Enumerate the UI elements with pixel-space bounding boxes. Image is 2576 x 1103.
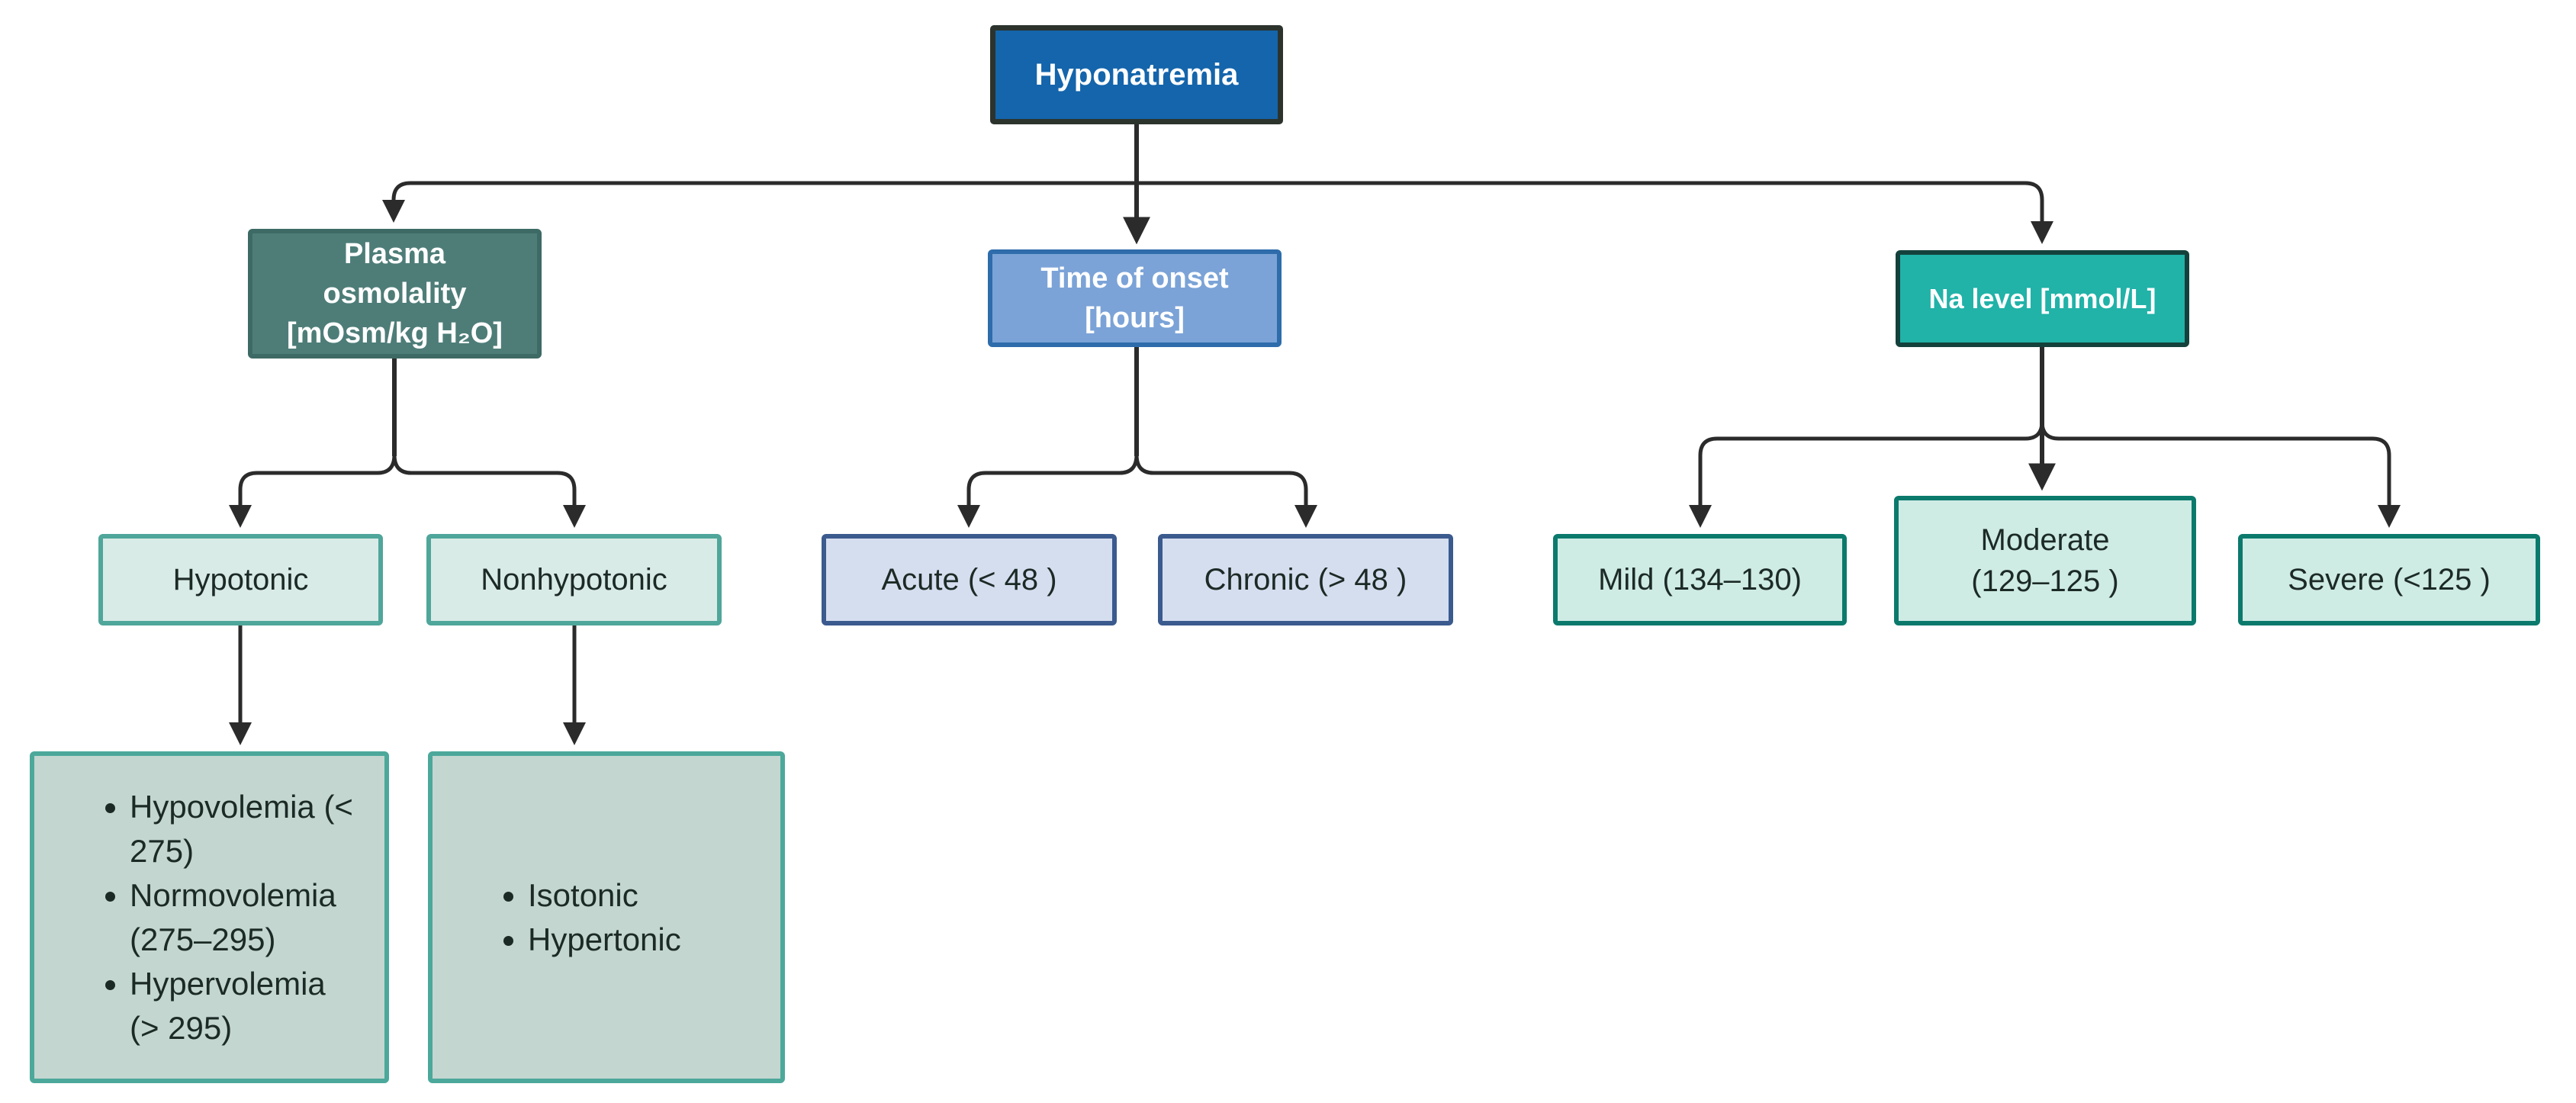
- node-hypotonic-detail: Hypovolemia (< 275) Normovolemia (275–29…: [30, 751, 389, 1083]
- node-time-of-onset: Time of onset [hours]: [988, 249, 1282, 347]
- edge-plasma-to-hypotonic: [229, 454, 397, 529]
- edge-onset-to-acute: [957, 454, 1139, 529]
- node-severe: Severe (<125 ): [2238, 534, 2540, 625]
- edge-na-to-severe: [2040, 421, 2401, 529]
- node-acute: Acute (< 48 ): [822, 534, 1117, 625]
- node-mild-label: Mild (134–130): [1598, 563, 1802, 597]
- node-hyponatremia-label: Hyponatremia: [1034, 57, 1239, 92]
- node-hypotonic-label: Hypotonic: [172, 563, 309, 597]
- edge-onset-to-chronic: [1134, 454, 1317, 529]
- edge-root-to-na: [1137, 181, 2053, 245]
- node-chronic-label: Chronic (> 48 ): [1204, 563, 1407, 597]
- edge-root-to-plasma: [382, 181, 1137, 223]
- node-nonhypotonic: Nonhypotonic: [426, 534, 722, 625]
- nonhypotonic-detail-list: Isotonic Hypertonic: [433, 873, 780, 962]
- list-item: Hypovolemia (< 275): [130, 785, 362, 873]
- node-chronic: Chronic (> 48 ): [1158, 534, 1453, 625]
- edge-plasma-to-nonhypotonic: [392, 454, 586, 529]
- node-hypotonic: Hypotonic: [98, 534, 383, 625]
- node-moderate: Moderate (129–125 ): [1894, 496, 2196, 625]
- node-mild: Mild (134–130): [1553, 534, 1847, 625]
- list-item: Hypervolemia (> 295): [130, 962, 362, 1050]
- node-na-level: Na level [mmol/L]: [1896, 250, 2189, 347]
- node-hyponatremia: Hyponatremia: [990, 25, 1283, 124]
- node-na-label: Na level [mmol/L]: [1928, 282, 2156, 314]
- node-plasma-line1: Plasma: [343, 238, 446, 270]
- node-onset-line1: Time of onset: [1040, 262, 1229, 294]
- edge-na-to-mild: [1689, 421, 2044, 529]
- node-plasma-line2: osmolality: [323, 278, 467, 310]
- node-severe-label: Severe (<125 ): [2288, 563, 2491, 597]
- node-moderate-line2: (129–125 ): [1971, 564, 2119, 598]
- node-nonhypotonic-detail: Isotonic Hypertonic: [428, 751, 785, 1083]
- hypotonic-detail-list: Hypovolemia (< 275) Normovolemia (275–29…: [34, 785, 384, 1050]
- node-plasma-osmolality: Plasma osmolality [mOsm/kg H₂O]: [248, 229, 542, 359]
- node-acute-label: Acute (< 48 ): [881, 563, 1057, 597]
- node-plasma-line3: [mOsm/kg H₂O]: [287, 317, 503, 349]
- node-moderate-line1: Moderate: [1980, 523, 2110, 557]
- node-nonhypotonic-label: Nonhypotonic: [481, 563, 667, 597]
- list-item: Hypertonic: [528, 918, 757, 962]
- list-item: Normovolemia (275–295): [130, 873, 362, 962]
- node-onset-line2: [hours]: [1085, 302, 1185, 334]
- list-item: Isotonic: [528, 873, 757, 918]
